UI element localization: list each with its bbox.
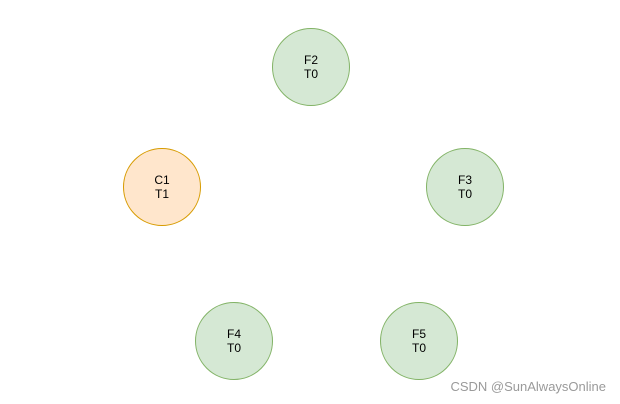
node-f4: F4 T0	[195, 302, 273, 380]
node-f4-term: T0	[226, 341, 241, 355]
node-f3-term: T0	[457, 187, 472, 201]
node-f4-name: F4	[226, 327, 241, 341]
node-f3: F3 T0	[426, 148, 504, 226]
watermark: CSDN @SunAlwaysOnline	[450, 379, 606, 394]
node-c1: C1 T1	[123, 148, 201, 226]
node-f2: F2 T0	[272, 28, 350, 106]
node-f2-name: F2	[303, 53, 318, 67]
node-c1-term: T1	[154, 187, 169, 201]
node-f5-term: T0	[411, 341, 426, 355]
node-f5-name: F5	[411, 327, 426, 341]
node-c1-name: C1	[154, 173, 170, 187]
node-f3-name: F3	[457, 173, 472, 187]
node-f2-term: T0	[303, 67, 318, 81]
node-f5: F5 T0	[380, 302, 458, 380]
